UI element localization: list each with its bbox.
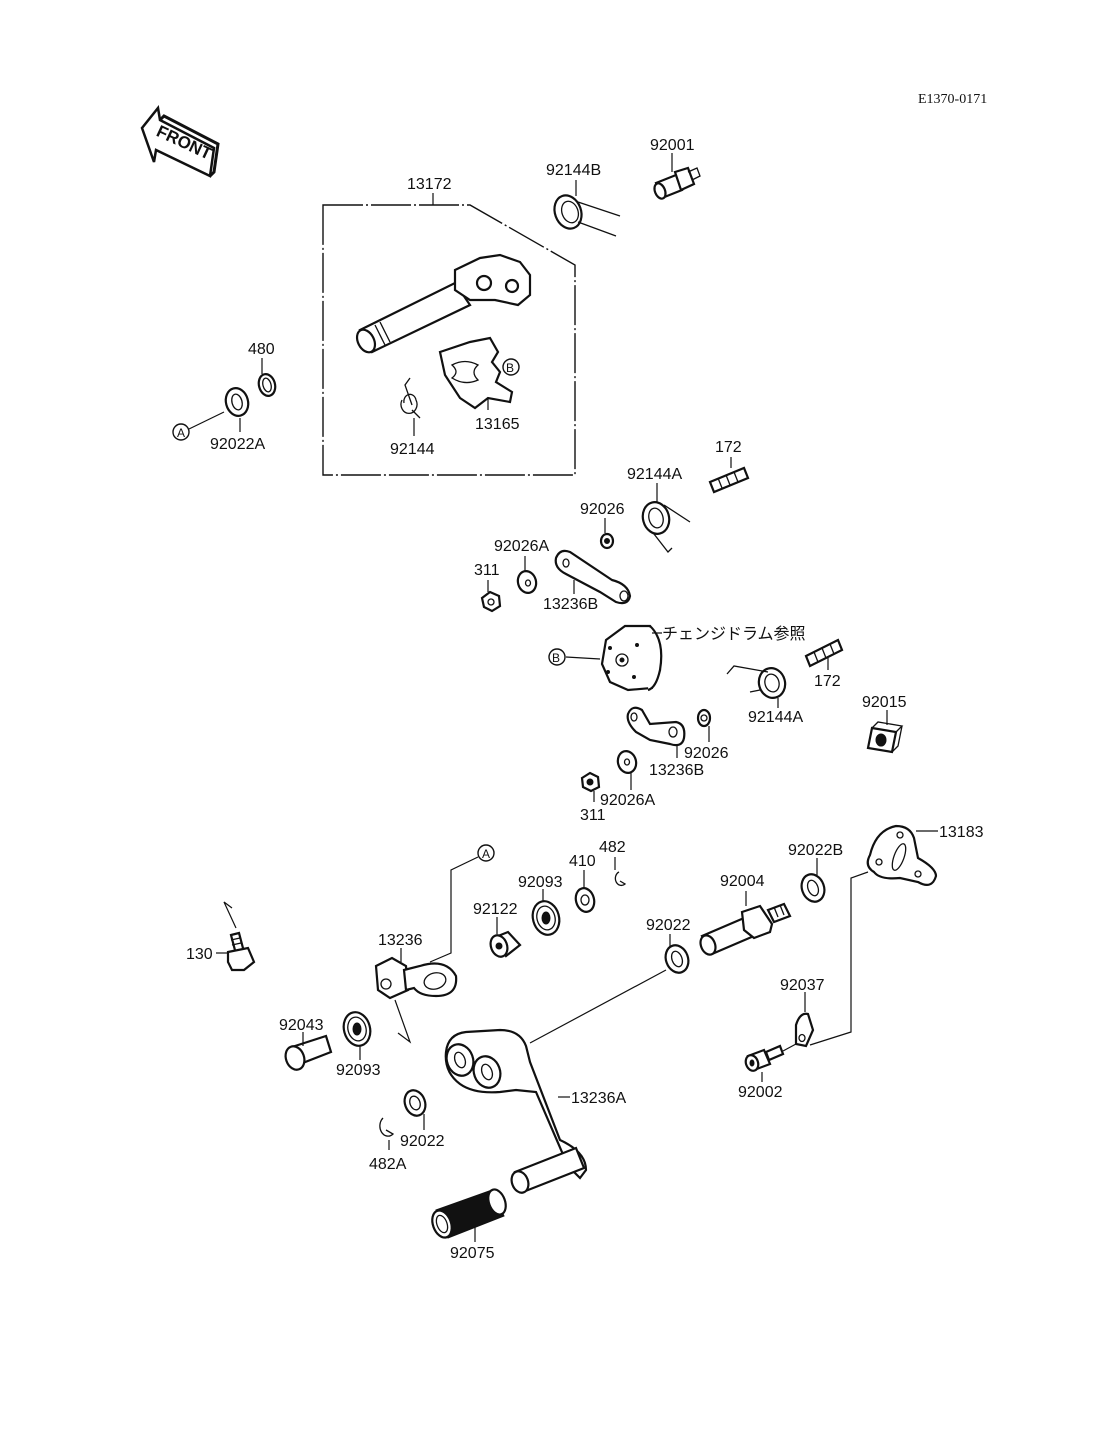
label-92075: 92075 bbox=[450, 1245, 495, 1262]
washer-92022A-part: 92022A A bbox=[172, 387, 265, 453]
pedal-rubber-92075-part: 92075 bbox=[431, 1188, 507, 1262]
bushing-92122-part: 92122 bbox=[473, 901, 522, 958]
arm-13236-part: 13236 bbox=[374, 932, 458, 1044]
washer-92026A-mid-part: 92026A bbox=[600, 750, 655, 809]
spring-92144A-top-part: 92144A bbox=[627, 466, 691, 553]
leader-13183-92037 bbox=[809, 871, 869, 1046]
label-92093-top: 92093 bbox=[518, 874, 563, 891]
pin-92043-part: 92043 bbox=[279, 1017, 333, 1071]
spring-92144-part: 92144 bbox=[390, 377, 435, 458]
label-13236B-top: 13236B bbox=[543, 596, 598, 613]
label-13183: 13183 bbox=[939, 824, 984, 841]
nut-311-top-part: 311 bbox=[474, 562, 502, 613]
label-130: 130 bbox=[186, 946, 213, 963]
label-92037: 92037 bbox=[780, 977, 825, 994]
label-13236A: 13236A bbox=[571, 1090, 626, 1107]
label-482A: 482A bbox=[369, 1156, 407, 1173]
svg-text:A: A bbox=[482, 847, 490, 861]
note-see-change-drum: チェンジドラム参照 bbox=[662, 625, 806, 643]
washer-92022-mid-part: 92022 bbox=[529, 917, 691, 1044]
circlip-482A-part: 482A bbox=[369, 1117, 407, 1173]
diagram-code: E1370-0171 bbox=[918, 92, 987, 107]
label-13236B-mid: 13236B bbox=[649, 762, 704, 779]
spring-92144A-mid-part: 92144A bbox=[726, 665, 803, 726]
label-13236: 13236 bbox=[378, 932, 423, 949]
ref-a-marker-left bbox=[172, 423, 190, 441]
clamp-92037-part: 92037 bbox=[780, 977, 825, 1048]
shift-pedal-13236A-part: 13236A bbox=[444, 1028, 626, 1194]
lever-13236B-top-part: 13236B bbox=[543, 549, 632, 613]
stud-172-top-part: 172 bbox=[708, 439, 750, 494]
square-nut-92015-part: 92015 bbox=[862, 694, 907, 754]
spring-92144B-part: 92144B bbox=[546, 162, 621, 237]
label-92022-bottom: 92022 bbox=[400, 1133, 445, 1150]
label-92122: 92122 bbox=[473, 901, 518, 918]
label-92093-bottom: 92093 bbox=[336, 1062, 381, 1079]
washer-92022-bottom-part: 92022 bbox=[400, 1089, 445, 1150]
label-92022B: 92022B bbox=[788, 842, 843, 859]
bearing-92093-bottom-part: 92093 bbox=[336, 1011, 381, 1079]
label-13165: 13165 bbox=[475, 416, 520, 433]
label-92002: 92002 bbox=[738, 1084, 783, 1101]
label-482: 482 bbox=[599, 839, 626, 856]
label-92144: 92144 bbox=[390, 441, 435, 458]
ref-b-marker-plate bbox=[502, 358, 520, 376]
label-311-mid: 311 bbox=[580, 807, 606, 824]
label-92022A: 92022A bbox=[210, 436, 265, 453]
bolt-130-part: 130 bbox=[186, 901, 256, 972]
label-92144B: 92144B bbox=[546, 162, 601, 179]
shift-shaft-part bbox=[355, 253, 532, 354]
label-92043: 92043 bbox=[279, 1017, 324, 1034]
washer-92026A-top-part: 92026A bbox=[494, 538, 549, 594]
label-92026A-mid: 92026A bbox=[600, 792, 655, 809]
plate-13183-part: 13183 bbox=[866, 824, 984, 887]
label-172-mid: 172 bbox=[814, 673, 841, 690]
screw-92002-part: 92002 bbox=[738, 1043, 797, 1101]
washer-410-part: 410 bbox=[569, 853, 596, 913]
label-410: 410 bbox=[569, 853, 596, 870]
label-92026-mid: 92026 bbox=[684, 745, 729, 762]
washer-92022B-part: 92022B bbox=[788, 842, 843, 903]
label-92144A-mid: 92144A bbox=[748, 709, 803, 726]
svg-text:A: A bbox=[177, 426, 185, 440]
label-92022-mid: 92022 bbox=[646, 917, 691, 934]
lever-13236B-mid-part: 13236B bbox=[626, 706, 704, 779]
change-drum-segment-part: チェンジドラム参照 B bbox=[548, 624, 806, 692]
front-arrow-icon: FRONT bbox=[140, 105, 220, 178]
label-92026A-top: 92026A bbox=[494, 538, 549, 555]
label-311-top: 311 bbox=[474, 562, 500, 579]
ref-a-marker-center: A bbox=[429, 844, 495, 963]
label-92004: 92004 bbox=[720, 873, 765, 890]
nut-311-mid-part: 311 bbox=[580, 771, 606, 824]
circlip-482-part: 482 bbox=[599, 839, 627, 887]
label-92001: 92001 bbox=[650, 137, 695, 154]
stud-172-mid-part: 172 bbox=[804, 638, 844, 690]
svg-text:B: B bbox=[552, 651, 560, 665]
pivot-bolt-92004-part: 92004 bbox=[699, 873, 792, 956]
assembly-13172-box: 13172 bbox=[322, 176, 576, 476]
label-92015: 92015 bbox=[862, 694, 907, 711]
label-92144A-top: 92144A bbox=[627, 466, 682, 483]
label-13172: 13172 bbox=[407, 176, 452, 193]
bearing-92093-top-part: 92093 bbox=[518, 874, 563, 936]
plate-13165-part: B 13165 bbox=[438, 336, 520, 433]
svg-text:B: B bbox=[506, 361, 514, 375]
label-172-top: 172 bbox=[715, 439, 742, 456]
washer-92026-top-part: 92026 bbox=[580, 501, 625, 550]
label-92026-top: 92026 bbox=[580, 501, 625, 518]
label-480: 480 bbox=[248, 341, 275, 358]
seal-480-part: 480 bbox=[248, 341, 277, 397]
ref-b-marker-drum bbox=[548, 648, 566, 666]
bolt-92001-part: 92001 bbox=[650, 137, 701, 200]
washer-92026-mid-part: 92026 bbox=[684, 708, 729, 762]
